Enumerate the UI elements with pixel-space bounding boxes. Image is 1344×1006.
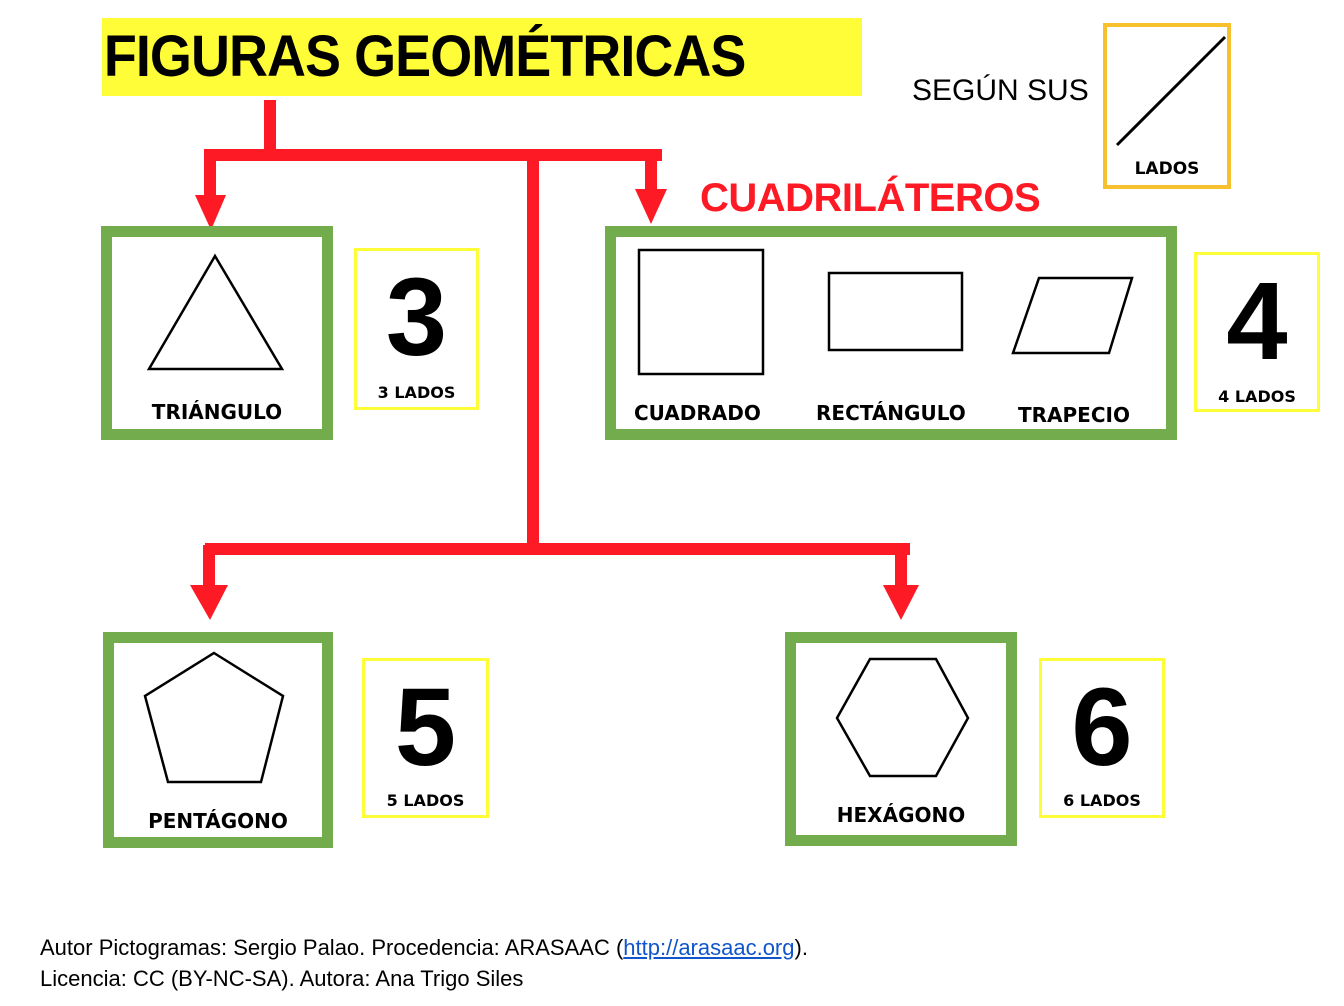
line-segment-icon	[1115, 35, 1227, 147]
quadrilaterals-card: CUADRADO RECTÁNGULO TRAPECIO	[605, 226, 1177, 440]
credits-line-1-suffix: ).	[794, 935, 808, 960]
hexagon-number-card: 6 6 LADOS	[1039, 658, 1165, 818]
quadrilaterals-heading: CUADRILÁTEROS	[700, 176, 1041, 220]
triangle-name: TRIÁNGULO	[151, 400, 283, 424]
credits-line-1-prefix: Autor Pictogramas: Sergio Palao. Procede…	[40, 935, 624, 960]
page-title: FIGURAS GEOMÉTRICAS	[102, 18, 862, 96]
hexagon-icon	[835, 657, 970, 778]
arrow-trunk	[527, 158, 539, 548]
quadrilateral-shapes	[637, 248, 1134, 376]
pentagon-number-card: 5 5 LADOS	[362, 658, 489, 818]
arrow-head-pentagon	[190, 585, 228, 620]
trapezoid-name: TRAPECIO	[1018, 403, 1130, 427]
square-name: CUADRADO	[634, 401, 761, 425]
arrow-head-hexagon	[883, 585, 919, 620]
pentagon-sides-label: 5 LADOS	[386, 791, 465, 810]
parallelogram-icon	[1011, 276, 1134, 355]
credits-line-1: Autor Pictogramas: Sergio Palao. Procede…	[40, 932, 808, 963]
arrow-head-triangle	[195, 195, 226, 230]
lados-label: LADOS	[1134, 159, 1200, 179]
quadrilaterals-number-card: 4 4 LADOS	[1194, 252, 1320, 412]
quadrilaterals-number: 4	[1226, 260, 1288, 383]
triangle-card: TRIÁNGULO	[101, 226, 333, 440]
triangle-number-card: 3 3 LADOS	[354, 248, 479, 410]
hexagon-number: 6	[1071, 666, 1133, 789]
rectangle-name: RECTÁNGULO	[816, 401, 966, 425]
pentagon-icon	[143, 651, 285, 784]
hexagon-card: HEXÁGONO	[785, 632, 1017, 846]
triangle-sides-label: 3 LADOS	[377, 383, 456, 402]
hexagon-sides-label: 6 LADOS	[1063, 791, 1141, 810]
credits-footer: Autor Pictogramas: Sergio Palao. Procede…	[40, 932, 808, 994]
arrow-head-quadrilaterals	[635, 189, 667, 224]
triangle-icon	[146, 253, 285, 371]
arasaac-link[interactable]: http://arasaac.org	[623, 935, 795, 960]
quadrilaterals-sides-label: 4 LADOS	[1218, 387, 1296, 406]
credits-line-2: Licencia: CC (BY-NC-SA). Autora: Ana Tri…	[40, 966, 524, 991]
pentagon-name: PENTÁGONO	[148, 809, 288, 833]
subtitle-text: SEGÚN SUS	[912, 74, 1089, 107]
pentagon-card: PENTÁGONO	[103, 632, 333, 848]
rectangle-icon	[827, 271, 964, 352]
hexagon-name: HEXÁGONO	[836, 803, 966, 827]
arrow-bar-top	[204, 149, 662, 161]
page-title-text: FIGURAS GEOMÉTRICAS	[103, 24, 747, 89]
lados-card: LADOS	[1103, 23, 1231, 189]
triangle-number: 3	[385, 256, 448, 379]
arrow-bar-bottom	[205, 543, 910, 555]
square-icon	[637, 248, 765, 376]
pentagon-number: 5	[394, 666, 457, 789]
arrow-stem-title	[264, 100, 276, 154]
